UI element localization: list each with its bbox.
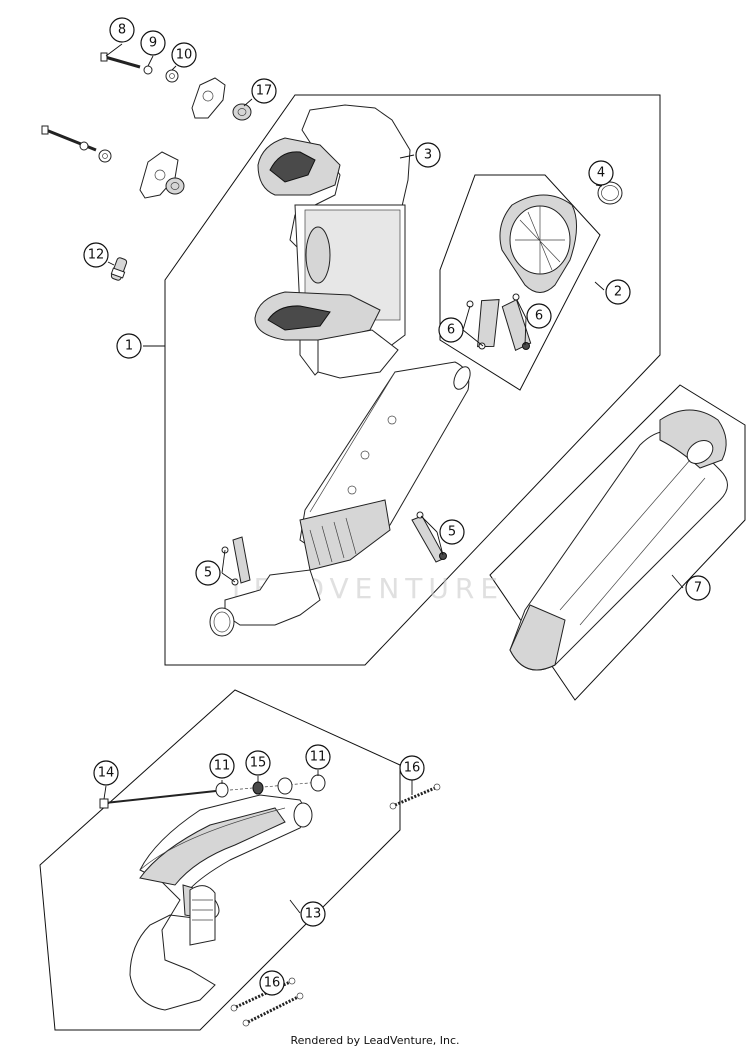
main-silencer (209, 361, 471, 637)
header-pipe (129, 794, 313, 1011)
callout-14: 14 (93, 760, 119, 786)
callout-2: 2 (605, 279, 631, 305)
callout-label: 2 (614, 285, 622, 300)
callout-16b: 16 (259, 970, 285, 996)
callout-17: 17 (251, 78, 277, 104)
silencer-clips (221, 511, 447, 586)
callout-11b: 11 (305, 744, 331, 770)
callout-10: 10 (171, 42, 197, 68)
callout-label: 12 (88, 248, 105, 263)
callout-label: 5 (448, 525, 456, 540)
callout-12: 12 (83, 242, 109, 268)
clamp-part (110, 257, 128, 281)
callout-15: 15 (245, 750, 271, 776)
callout-label: 10 (176, 48, 193, 63)
callout-1: 1 (116, 333, 142, 359)
callout-label: 11 (310, 750, 327, 765)
callout-label: 8 (118, 23, 126, 38)
frame-assembly-1 (164, 94, 661, 666)
callout-label: 4 (597, 166, 605, 181)
callout-9: 9 (140, 30, 166, 56)
callout-8: 8 (109, 17, 135, 43)
callout-label: 9 (149, 36, 157, 51)
frame-kit-2 (439, 174, 601, 391)
heat-shield (254, 104, 411, 379)
callout-6b: 6 (526, 303, 552, 329)
alt-silencer (509, 409, 728, 671)
callout-label: 7 (694, 581, 702, 596)
callout-13: 13 (300, 901, 326, 927)
callout-5: 5 (439, 519, 465, 545)
footer-credit: Rendered by LeadVenture, Inc. (290, 1034, 460, 1047)
callout-label: 17 (256, 84, 273, 99)
callout-label: 6 (447, 323, 455, 338)
callout-label: 16 (264, 976, 281, 991)
frame-headpipe-13 (39, 689, 401, 1031)
clip-brackets (466, 293, 532, 352)
callout-label: 16 (404, 761, 421, 776)
callout-6: 6 (438, 317, 464, 343)
callout-5b: 5 (195, 560, 221, 586)
callout-label: 11 (214, 759, 231, 774)
leader-lines (103, 43, 684, 996)
callout-label: 13 (305, 907, 322, 922)
callout-label: 15 (250, 756, 267, 771)
end-cap (499, 194, 577, 293)
callout-11: 11 (209, 753, 235, 779)
callout-4: 4 (588, 160, 614, 186)
callout-label: 6 (535, 309, 543, 324)
callout-label: 1 (125, 339, 133, 354)
ring-seal (597, 181, 623, 205)
stud-washers (99, 774, 326, 809)
frame-silencer-7 (489, 384, 746, 701)
callout-3: 3 (415, 142, 441, 168)
callout-label: 3 (424, 148, 432, 163)
callout-7: 7 (685, 575, 711, 601)
callout-label: 5 (204, 566, 212, 581)
upper-bracket-assembly (100, 52, 252, 121)
callout-16: 16 (399, 755, 425, 781)
lower-bracket-assembly (41, 125, 185, 199)
callout-label: 14 (98, 766, 115, 781)
